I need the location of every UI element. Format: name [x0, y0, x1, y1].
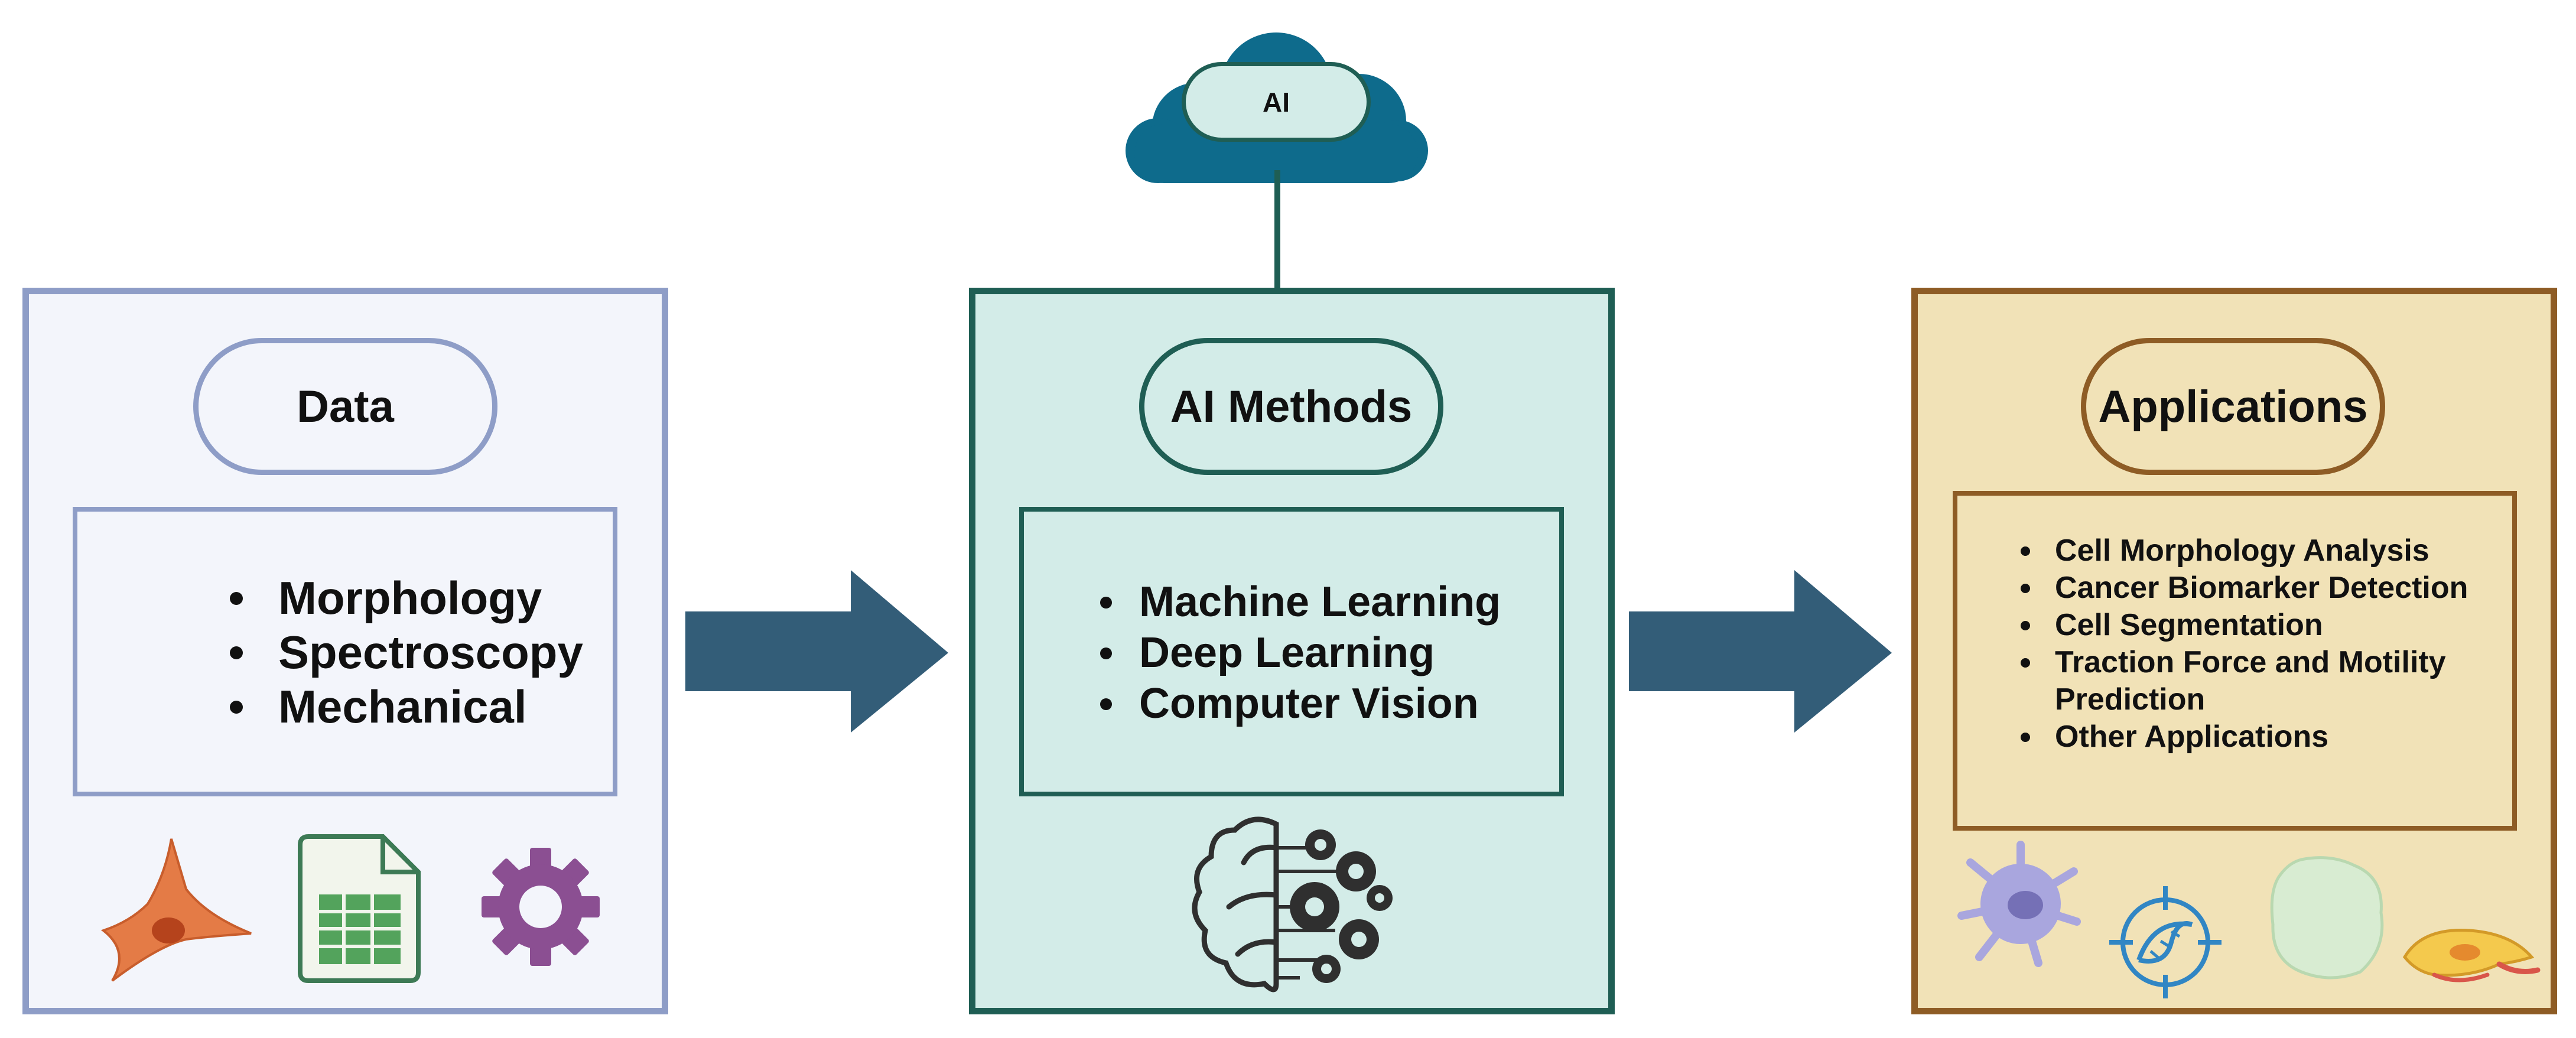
brain-gears-icon: [1192, 816, 1393, 993]
ai-methods-list-box: Machine Learning Deep Learning Computer …: [1019, 507, 1564, 796]
applications-list-box: Cell Morphology Analysis Cancer Biomarke…: [1953, 491, 2517, 831]
list-item: Computer Vision: [1092, 678, 1501, 729]
list-item: Spectroscopy: [207, 625, 583, 679]
list-item: Machine Learning: [1092, 577, 1501, 627]
blob-cell-icon: [2270, 856, 2384, 980]
list-item: Other Applications: [2014, 718, 2498, 756]
data-list: Morphology Spectroscopy Mechanical: [207, 571, 583, 734]
list-item: Deep Learning: [1092, 627, 1501, 678]
applications-title-pill: Applications: [2081, 338, 2385, 475]
immune-cell-icon: [1957, 841, 2081, 967]
ai-cloud-badge: AI: [1182, 62, 1371, 142]
ai-cloud-icon: [1126, 32, 1428, 294]
list-item: Traction Force and Motility Prediction: [2014, 644, 2498, 718]
ai-methods-title: AI Methods: [1170, 381, 1413, 432]
list-item: Cancer Biomarker Detection: [2014, 570, 2498, 607]
list-item: Morphology: [207, 571, 583, 625]
applications-title: Applications: [2098, 381, 2368, 432]
spreadsheet-icon: [298, 834, 421, 983]
applications-list: Cell Morphology Analysis Cancer Biomarke…: [2014, 532, 2498, 756]
list-item: Cell Segmentation: [2014, 607, 2498, 644]
gear-icon: [482, 848, 600, 966]
arrow-right-icon: [1629, 570, 1892, 733]
ai-methods-list: Machine Learning Deep Learning Computer …: [1092, 577, 1501, 729]
ai-cloud-label: AI: [1263, 86, 1290, 118]
list-item: Mechanical: [207, 679, 583, 734]
fibroblast-cell-icon: [2402, 929, 2541, 982]
arrow-right-icon: [685, 570, 948, 733]
dna-target-icon: [2109, 886, 2222, 998]
cell-icon: [100, 838, 252, 982]
data-title: Data: [297, 381, 394, 432]
ai-methods-title-pill: AI Methods: [1139, 338, 1443, 475]
data-list-box: Morphology Spectroscopy Mechanical: [73, 507, 617, 796]
list-item: Cell Morphology Analysis: [2014, 532, 2498, 570]
data-title-pill: Data: [193, 338, 497, 475]
